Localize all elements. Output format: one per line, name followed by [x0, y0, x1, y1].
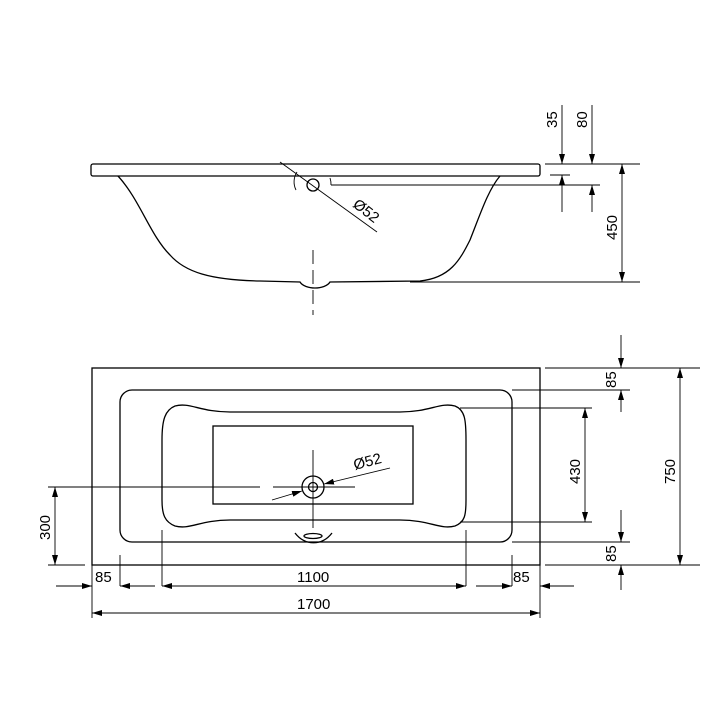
overflow-opening [303, 532, 323, 540]
dim-1700-label: 1700 [297, 596, 330, 613]
dim-85-right-label: 85 [513, 569, 530, 586]
top-view: Ø52 85 430 85 750 300 85 1100 [37, 335, 700, 618]
side-view: Ø52 35 80 450 [90, 105, 640, 315]
tub-basin [161, 404, 467, 528]
dim-35-label: 35 [544, 111, 561, 128]
overflow-fitting [294, 532, 333, 544]
overflow-hole [306, 178, 320, 192]
drain-dim-arrow-left [271, 490, 303, 501]
dim-750-label: 750 [662, 459, 679, 484]
dim-450-label: 450 [604, 215, 621, 240]
drain-diameter-label: Ø52 [352, 450, 384, 474]
dim-85-left-label: 85 [95, 569, 112, 586]
tub-inner-edge [119, 389, 513, 543]
overflow-diameter-label: Ø52 [350, 196, 383, 227]
dim-300-label: 300 [37, 515, 54, 540]
angle-arc-right [329, 177, 332, 186]
dim-430-label: 430 [567, 459, 584, 484]
drain-dim-arrow-right [323, 467, 391, 485]
tub-body [117, 175, 501, 289]
angle-arc [293, 171, 298, 191]
tub-rim [90, 163, 541, 177]
tub-outer-rim [91, 367, 541, 566]
dim-85-bottom-label: 85 [603, 545, 620, 562]
dim-80-label: 80 [574, 111, 591, 128]
dim-1100-label: 1100 [297, 569, 329, 586]
dim-85-top-label: 85 [603, 371, 620, 388]
